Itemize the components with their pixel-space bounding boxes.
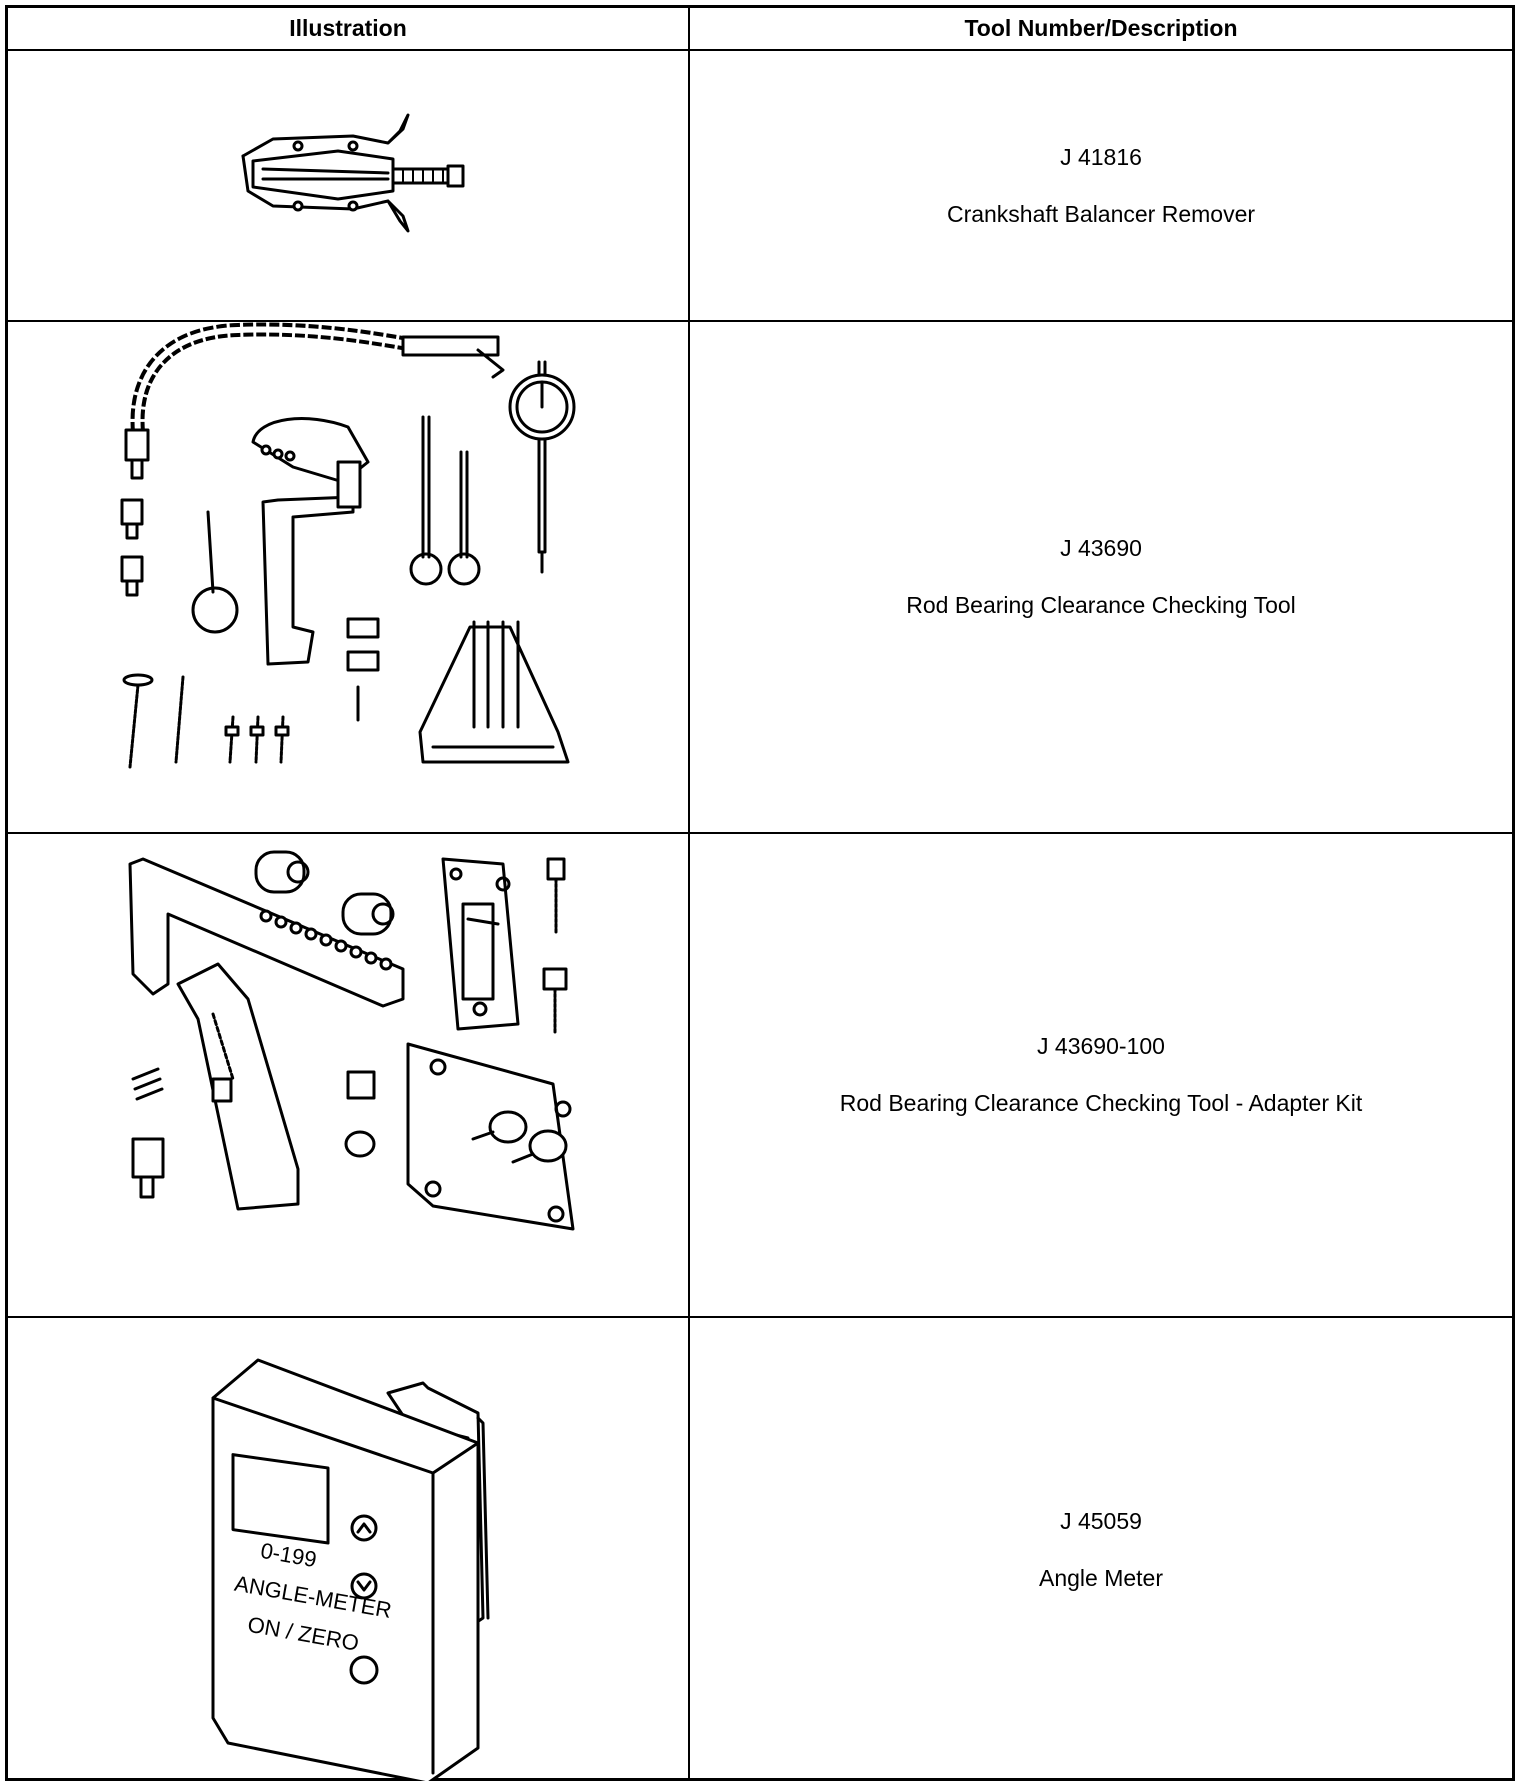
table-row: 0-199 ANGLE-METER ON / ZERO J 45059 Angl…	[8, 1316, 1512, 1781]
dial-indicator-kit-icon	[8, 322, 688, 832]
tool-description: Rod Bearing Clearance Checking Tool	[906, 592, 1296, 618]
tool-number: J 41816	[1060, 143, 1142, 170]
table-header: Illustration Tool Number/Description	[8, 8, 1512, 51]
tool-description: Angle Meter	[1038, 1564, 1163, 1591]
header-illustration: Illustration	[289, 15, 407, 41]
column-divider	[688, 8, 690, 1778]
tool-description: Rod Bearing Clearance Checking Tool - Ad…	[839, 1090, 1363, 1116]
tool-description: Crankshaft Balancer Remover	[946, 200, 1256, 227]
tool-number: J 43690	[1060, 535, 1142, 561]
table-row: J 41816 Crankshaft Balancer Remover	[8, 51, 1512, 320]
header-tool-number: Tool Number/Description	[964, 15, 1238, 41]
adapter-kit-icon	[8, 834, 688, 1316]
tool-number: J 45059	[1060, 1507, 1142, 1534]
table-row: J 43690-100 Rod Bearing Clearance Checki…	[8, 832, 1512, 1316]
tool-number: J 43690-100	[1037, 1033, 1165, 1059]
angle-meter-icon: 0-199 ANGLE-METER ON / ZERO	[8, 1318, 688, 1781]
puller-icon	[8, 51, 688, 320]
table-row: J 43690 Rod Bearing Clearance Checking T…	[8, 320, 1512, 832]
special-tools-table: Illustration Tool Number/Description J 4…	[5, 5, 1515, 1781]
